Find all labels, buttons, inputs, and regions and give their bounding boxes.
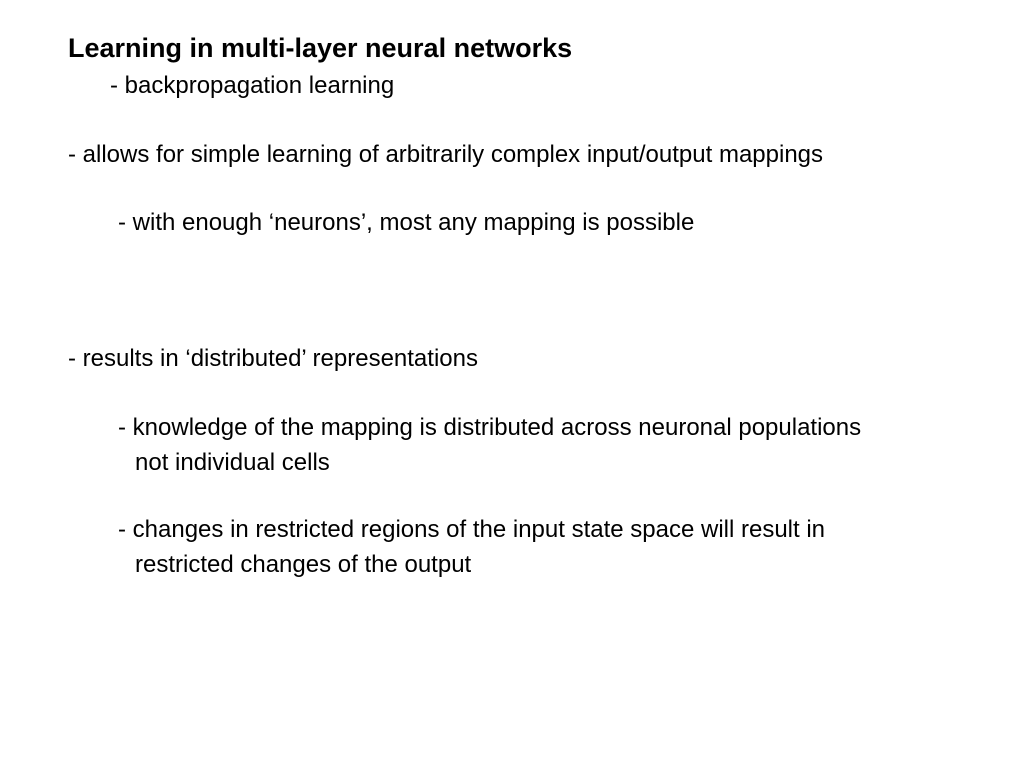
slide-title: Learning in multi-layer neural networks [68, 33, 573, 63]
bullet-2-sub-1-line-2: not individual cells [135, 449, 330, 476]
bullet-2: - results in ‘distributed’ representatio… [68, 345, 478, 372]
bullet-2-sub-2-line-1: - changes in restricted regions of the i… [118, 516, 826, 543]
bullet-2-sub-1-line-1: - knowledge of the mapping is distribute… [118, 414, 862, 441]
bullet-1: - allows for simple learning of arbitrar… [68, 141, 824, 168]
bullet-2-sub-2-line-2: restricted changes of the output [135, 551, 472, 578]
slide-subtitle: - backpropagation learning [110, 72, 395, 99]
bullet-1-sub-1: - with enough ‘neurons’, most any mappin… [118, 209, 695, 236]
